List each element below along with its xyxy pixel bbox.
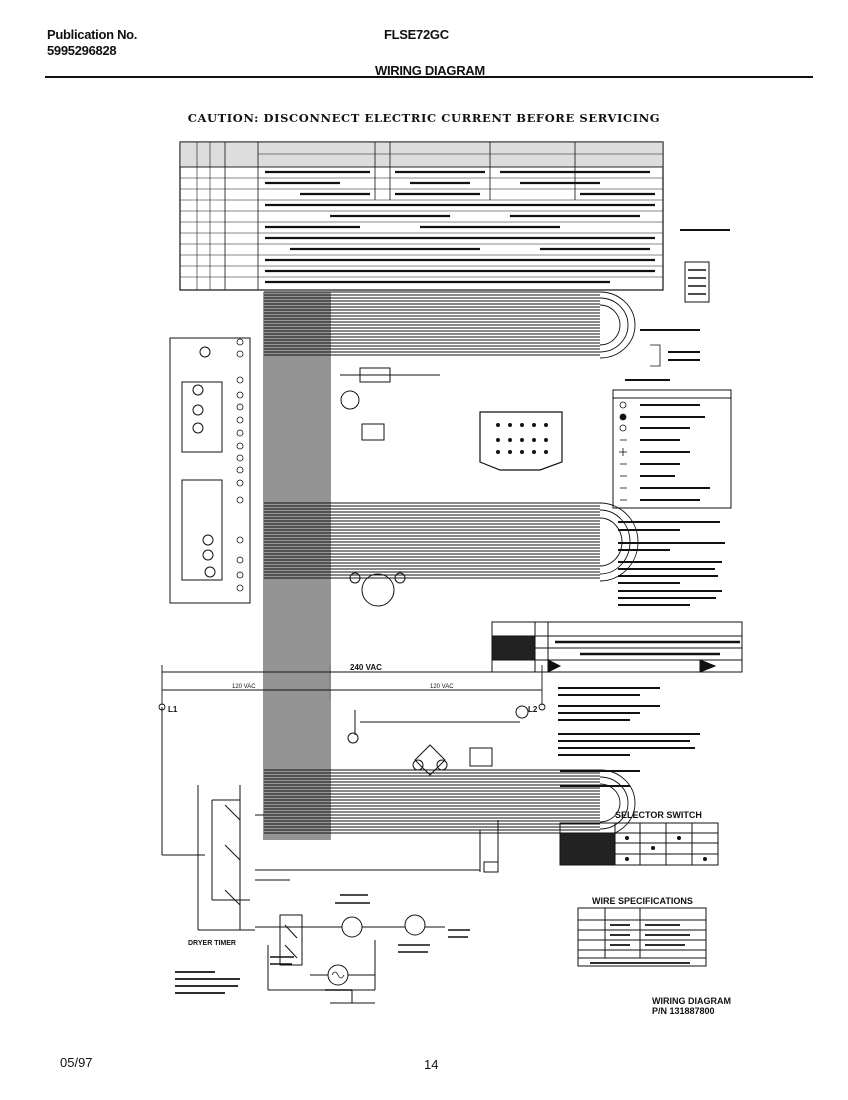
diagram-title: WIRING DIAGRAM [652,996,731,1006]
dim-240-label: 240 VAC [350,663,382,672]
l2-label: L2 [528,705,538,714]
page-number: 14 [424,1057,439,1072]
header-rule [45,76,813,78]
wire-harness [263,291,639,840]
dim-120-left-label: 120 VAC [232,684,256,690]
selector-switch-title: SELECTOR SWITCH [615,810,702,820]
selector-switch-table [559,822,719,866]
chart-notes [558,687,700,787]
symbol-legend [612,229,732,509]
part-number: P/N 131887800 [652,1006,715,1016]
cycle-chart [491,621,743,673]
voltage-dimensions [158,665,546,711]
wire-spec-table [577,907,707,967]
component-labels-small [270,894,470,991]
timer-sequence-chart [179,141,664,291]
center-components [340,367,563,607]
dryer-timer-label: DRYER TIMER [188,940,236,947]
caution-notice: CAUTION: DISCONNECT ELECTRIC CURRENT BEF… [187,111,661,125]
publication-number: 5995296828 [47,43,117,58]
dryer-timer-block [161,707,499,1004]
footer-date: 05/97 [60,1055,93,1070]
wire-specifications-title: WIRE SPECIFICATIONS [592,896,693,906]
l1-label: L1 [168,705,178,714]
bottom-left-note [175,971,240,994]
section-title: WIRING DIAGRAM [375,63,485,78]
lower-components [347,705,529,776]
publication-label: Publication No. [47,27,138,42]
dim-120-right-label: 120 VAC [430,684,454,690]
notes-block [618,521,725,606]
timer-switch-block [169,337,251,604]
model-number: FLSE72GC [384,27,449,42]
